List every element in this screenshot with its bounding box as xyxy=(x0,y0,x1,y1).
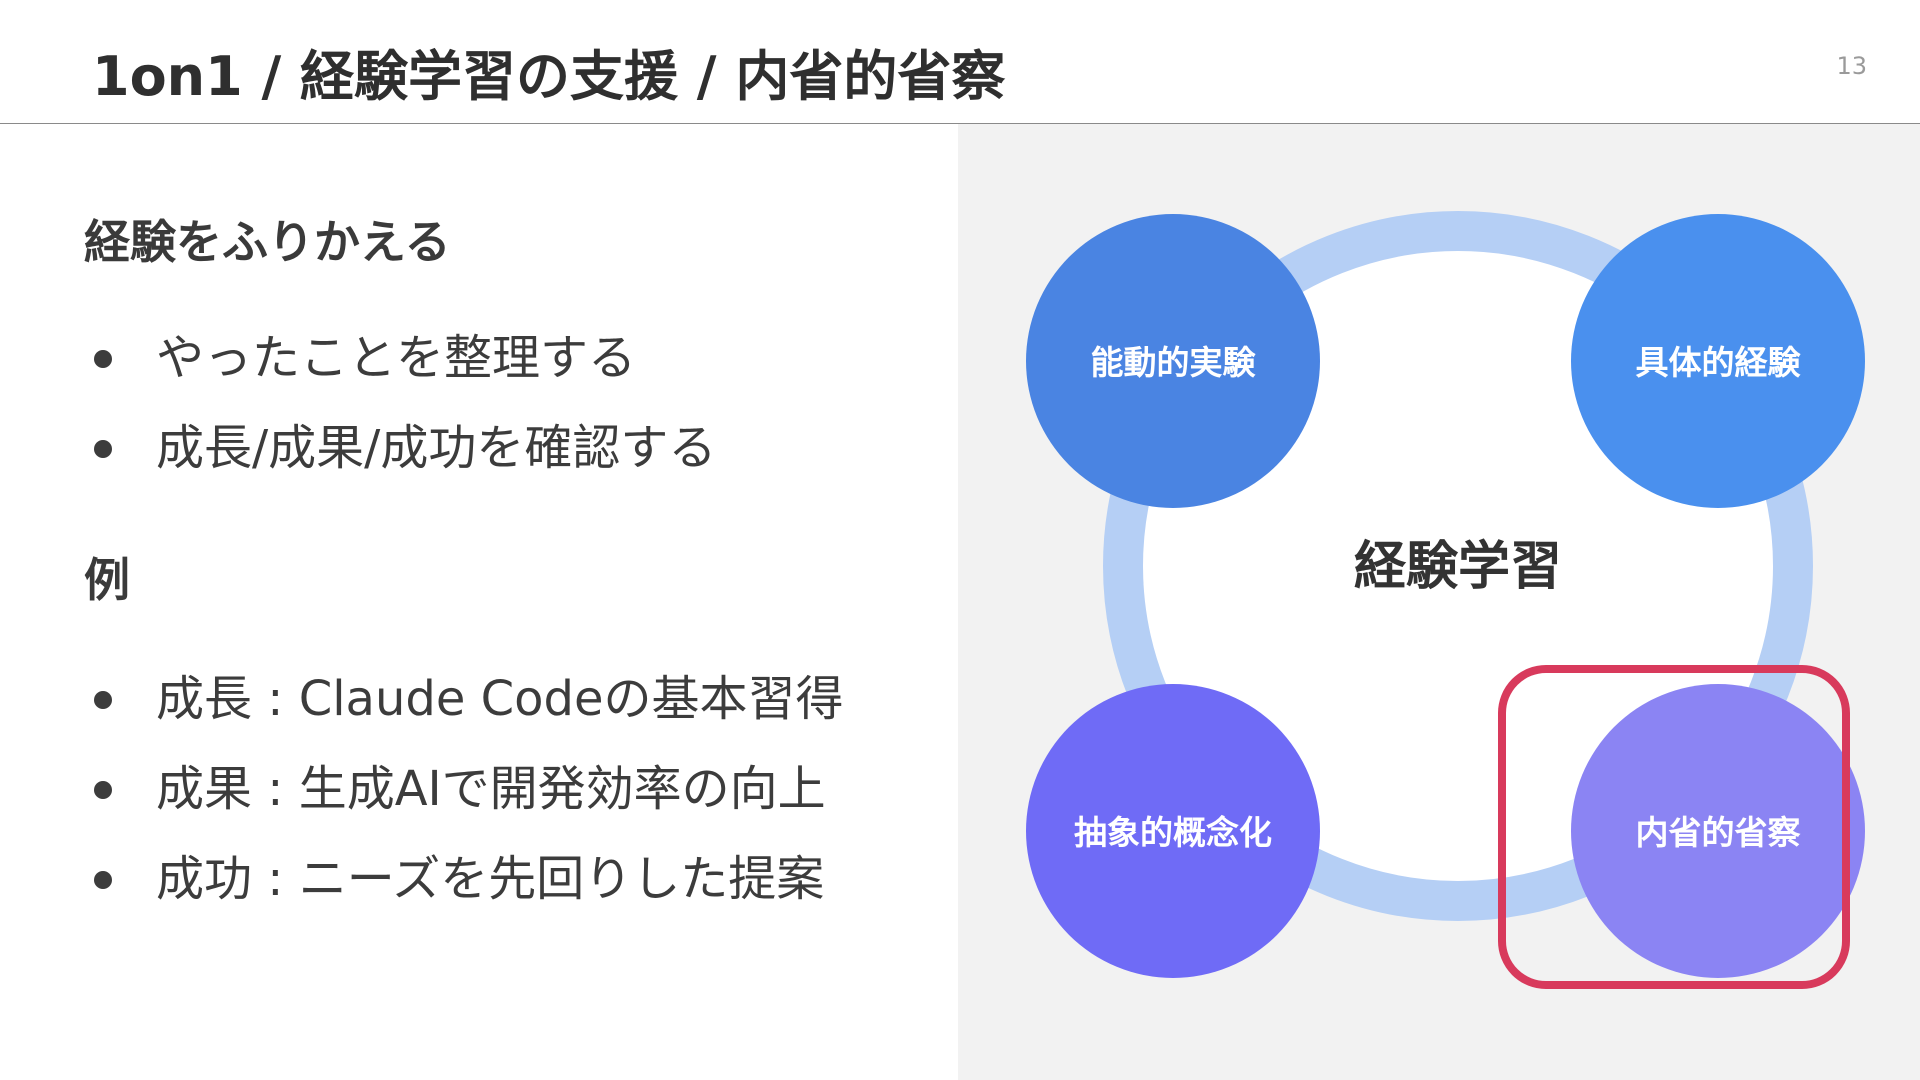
slide-title: 1on1 / 経験学習の支援 / 内省的省察 xyxy=(92,45,1006,108)
list-item-text: 成長/成果/成功を確認する xyxy=(156,420,717,476)
node-label-abstract-conceptualization: 抽象的概念化 xyxy=(1074,813,1272,852)
bullet-icon xyxy=(94,871,112,889)
bullet-icon xyxy=(94,781,112,799)
node-abstract-conceptualization xyxy=(1026,684,1320,978)
page-number: 13 xyxy=(1836,52,1867,80)
section-heading-reflect: 経験をふりかえる xyxy=(84,215,451,269)
list-item-text: 成果 : 生成AIで開発効率の向上 xyxy=(156,761,826,817)
bullet-icon xyxy=(94,350,112,368)
bullet-icon xyxy=(94,440,112,458)
highlight-frame xyxy=(1498,665,1850,989)
node-reflective-observation xyxy=(1571,684,1865,978)
node-active-experimentation xyxy=(1026,214,1320,508)
node-label-active-experimentation: 能動的実験 xyxy=(1091,343,1257,382)
list-item-text: 成長 : Claude Codeの基本習得 xyxy=(156,671,844,727)
slide-header: 1on1 / 経験学習の支援 / 内省的省察 13 xyxy=(0,0,1920,124)
text-panel: 経験をふりかえる やったことを整理する 成長/成果/成功を確認する 例 成長 :… xyxy=(0,124,958,1080)
cycle-center-label: 経験学習 xyxy=(1354,537,1562,597)
section-heading-example: 例 xyxy=(84,553,130,607)
node-label-concrete-experience: 具体的経験 xyxy=(1636,343,1802,382)
experiential-learning-cycle: 経験学習 能動的実験 具体的経験 抽象的概念化 内省的省察 xyxy=(1026,211,1865,978)
list-item-text: 成功 : ニーズを先回りした提案 xyxy=(156,851,825,907)
node-label-reflective-observation: 内省的省察 xyxy=(1636,813,1801,852)
diagram-panel: 経験学習 能動的実験 具体的経験 抽象的概念化 内省的省察 xyxy=(958,124,1920,1080)
list-item-text: やったことを整理する xyxy=(156,330,637,386)
bullet-icon xyxy=(94,691,112,709)
cycle-ring xyxy=(1103,211,1813,921)
node-concrete-experience xyxy=(1571,214,1865,508)
